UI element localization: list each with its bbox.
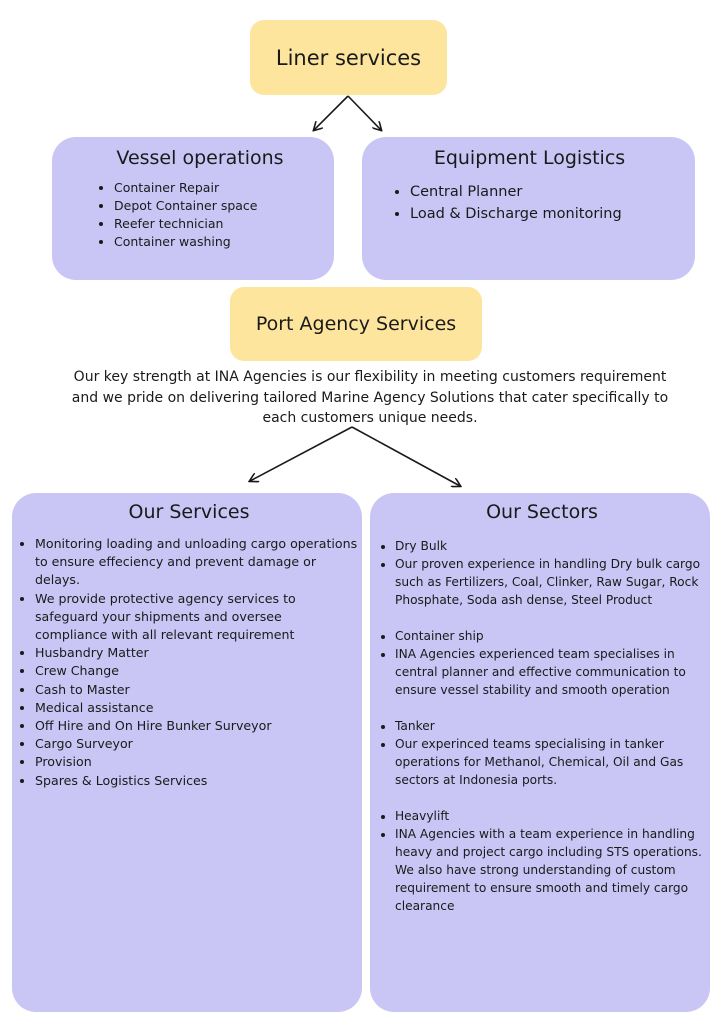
list-item: Load & Discharge monitoring — [410, 203, 679, 225]
list-item: We provide protective agency services to… — [35, 590, 358, 645]
our-sectors-list: Tanker Our experinced teams specialising… — [380, 717, 704, 789]
sector-description: Our experinced teams specialising in tan… — [395, 735, 704, 789]
list-item: Provision — [35, 753, 358, 771]
list-item: Reefer technician — [114, 215, 316, 233]
sector-name: Tanker — [395, 717, 704, 735]
our-services-box: Our Services Monitoring loading and unlo… — [12, 493, 362, 1012]
vessel-operations-list: Container Repair Depot Container space R… — [84, 179, 316, 251]
sector-name: Heavylift — [395, 807, 704, 825]
our-services-title: Our Services — [128, 501, 250, 523]
sector-name: Dry Bulk — [395, 537, 704, 555]
sector-description: Our proven experience in handling Dry bu… — [395, 555, 704, 609]
list-item: Husbandry Matter — [35, 644, 358, 662]
vessel-operations-box: Vessel operations Container Repair Depot… — [52, 137, 334, 280]
liner-services-box: Liner services — [250, 20, 447, 95]
list-item: Spares & Logistics Services — [35, 772, 358, 790]
port-agency-box: Port Agency Services — [230, 287, 482, 361]
our-sectors-box: Our Sectors Dry Bulk Our proven experien… — [370, 493, 710, 1012]
sector-name: Container ship — [395, 627, 704, 645]
equipment-logistics-list: Central Planner Load & Discharge monitor… — [380, 181, 679, 225]
sector-description: INA Agencies experienced team specialise… — [395, 645, 704, 699]
arrow-to-sectors — [351, 426, 460, 486]
equipment-logistics-title: Equipment Logistics — [433, 147, 626, 169]
sector-description: INA Agencies with a team experience in h… — [395, 825, 704, 915]
list-item: Container washing — [114, 233, 316, 251]
arrow-to-vessel — [314, 95, 349, 130]
list-item: Central Planner — [410, 181, 679, 203]
list-item: Medical assistance — [35, 699, 358, 717]
port-agency-description: Our key strength at INA Agencies is our … — [71, 369, 669, 426]
list-item: Monitoring loading and unloading cargo o… — [35, 535, 358, 590]
equipment-logistics-box: Equipment Logistics Central Planner Load… — [362, 137, 695, 280]
list-item: Cargo Surveyor — [35, 735, 358, 753]
arrow-to-services — [250, 426, 353, 481]
our-sectors-list: Heavylift INA Agencies with a team exper… — [380, 807, 704, 915]
list-item: Off Hire and On Hire Bunker Surveyor — [35, 717, 358, 735]
list-item: Cash to Master — [35, 681, 358, 699]
list-item: Depot Container space — [114, 197, 316, 215]
vessel-operations-title: Vessel operations — [116, 147, 284, 169]
our-sectors-title: Our Sectors — [486, 501, 598, 523]
list-item: Crew Change — [35, 662, 358, 680]
arrow-to-equipment — [347, 95, 381, 130]
list-item: Container Repair — [114, 179, 316, 197]
liner-services-title: Liner services — [275, 45, 422, 70]
our-sectors-list: Container ship INA Agencies experienced … — [380, 627, 704, 699]
our-sectors-list: Dry Bulk Our proven experience in handli… — [380, 537, 704, 609]
our-services-list: Monitoring loading and unloading cargo o… — [20, 535, 358, 790]
port-agency-title: Port Agency Services — [255, 313, 457, 335]
